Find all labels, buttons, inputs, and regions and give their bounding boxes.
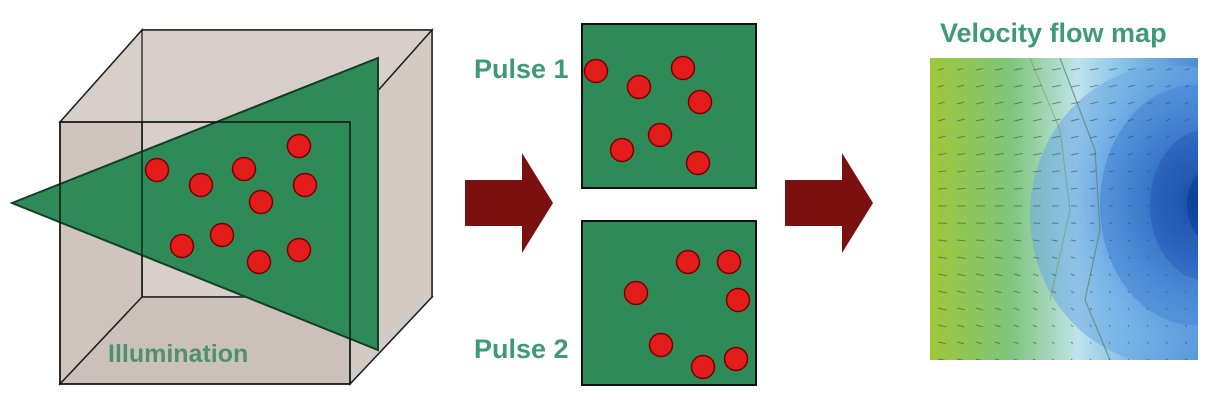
pulse2-label: Pulse 2 (474, 334, 569, 365)
particle (248, 251, 271, 274)
particle (288, 135, 311, 158)
particle (650, 334, 673, 357)
velocity-vector (995, 188, 1004, 189)
velocity-flow-map (930, 58, 1220, 365)
pulse1-label: Pulse 1 (474, 54, 569, 85)
velocity-vector (1185, 240, 1186, 241)
illumination-label: Illumination (108, 340, 248, 369)
velocity-vector (1033, 188, 1041, 189)
velocity-vector (1147, 188, 1150, 189)
velocity-vector (1090, 188, 1095, 189)
velocity-vector (1052, 188, 1059, 189)
particle (649, 124, 672, 147)
velocity-vector (1071, 188, 1077, 189)
particle (585, 60, 608, 83)
velocity-vector (1166, 188, 1168, 189)
velocity-vector (976, 188, 985, 189)
particle (211, 224, 234, 247)
process-arrow-2 (785, 153, 873, 253)
velocity-vector (938, 188, 947, 189)
velocity-vector (1185, 188, 1186, 189)
velocity-vector (957, 188, 966, 189)
particle (725, 348, 748, 371)
particle (625, 282, 648, 305)
particle (727, 289, 750, 312)
particle (190, 174, 213, 197)
process-arrow-1 (465, 153, 553, 253)
particle (687, 152, 710, 175)
particle (250, 191, 273, 214)
particle (628, 76, 651, 99)
velocity-map-title: Velocity flow map (940, 18, 1167, 49)
velocity-vector (1014, 188, 1023, 189)
particle (672, 57, 695, 80)
velocity-vector (1109, 188, 1114, 189)
particle (677, 251, 700, 274)
particle (288, 239, 311, 262)
particle (294, 174, 317, 197)
pulse1-frame (582, 24, 756, 188)
particle (692, 356, 715, 379)
velocity-vector (1128, 188, 1132, 189)
particle (689, 91, 712, 114)
measurement-volume (12, 30, 432, 384)
particle (233, 158, 256, 181)
particle (718, 251, 741, 274)
particle (611, 139, 634, 162)
particle (146, 159, 169, 182)
particle (171, 235, 194, 258)
